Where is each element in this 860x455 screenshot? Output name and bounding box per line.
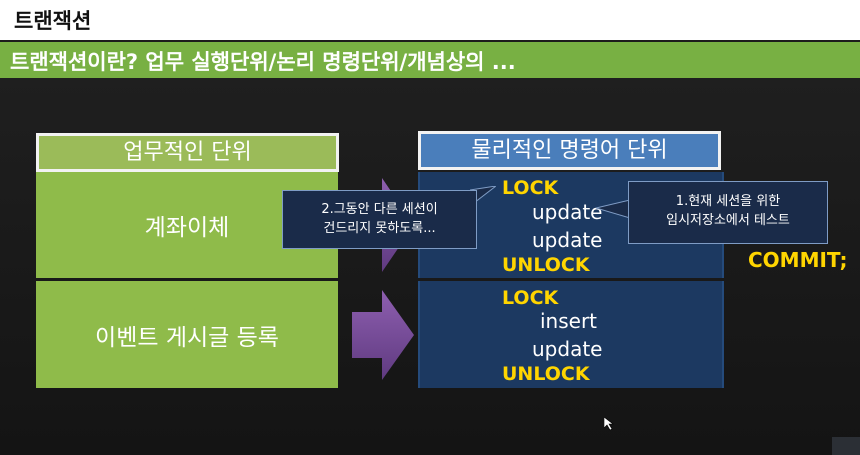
callout-temp-storage-note: 1.현재 세션을 위한 임시저장소에서 테스트 <box>628 181 828 244</box>
lock-keyword: LOCK <box>502 287 559 309</box>
business-row-event-post: 이벤트 게시글 등록 <box>36 281 338 388</box>
callout-line: 1.현재 세션을 위한 <box>675 194 781 209</box>
command-group-2 <box>418 281 724 388</box>
commit-keyword: COMMIT; <box>748 248 848 272</box>
mouse-cursor-icon <box>604 417 614 431</box>
page-title: 트랜잭션 <box>14 9 92 33</box>
operation-update: update <box>532 337 603 361</box>
callout-line: 임시저장소에서 테스트 <box>666 213 790 228</box>
lock-keyword: LOCK <box>502 177 559 199</box>
physical-command-header: 물리적인 명령어 단위 <box>418 131 721 170</box>
callout-line: 2.그동안 다른 세션이 <box>321 202 438 217</box>
operation-update: update <box>532 200 603 224</box>
operation-insert: insert <box>540 309 598 333</box>
callout-line: 건드리지 못하도록... <box>323 221 436 236</box>
callout-isolation-note: 2.그동안 다른 세션이 건드리지 못하도록... <box>282 190 477 249</box>
business-row-label: 이벤트 게시글 등록 <box>95 324 279 351</box>
section-banner: 트랜잭션이란? 업무 실행단위/논리 명령단위/개념상의 ... <box>0 42 860 78</box>
operation-update: update <box>532 228 603 252</box>
unlock-keyword: UNLOCK <box>502 363 590 385</box>
banner-text: 트랜잭션이란? 업무 실행단위/논리 명령단위/개념상의 ... <box>10 50 516 74</box>
right-arrow-icon <box>352 290 414 380</box>
business-row-label: 계좌이체 <box>144 215 230 241</box>
unlock-keyword: UNLOCK <box>502 254 590 276</box>
video-control-corner[interactable] <box>832 437 860 455</box>
top-title-bar: 트랜잭션 <box>0 0 860 40</box>
business-unit-header: 업무적인 단위 <box>36 133 339 172</box>
callout-pointer <box>596 199 630 219</box>
